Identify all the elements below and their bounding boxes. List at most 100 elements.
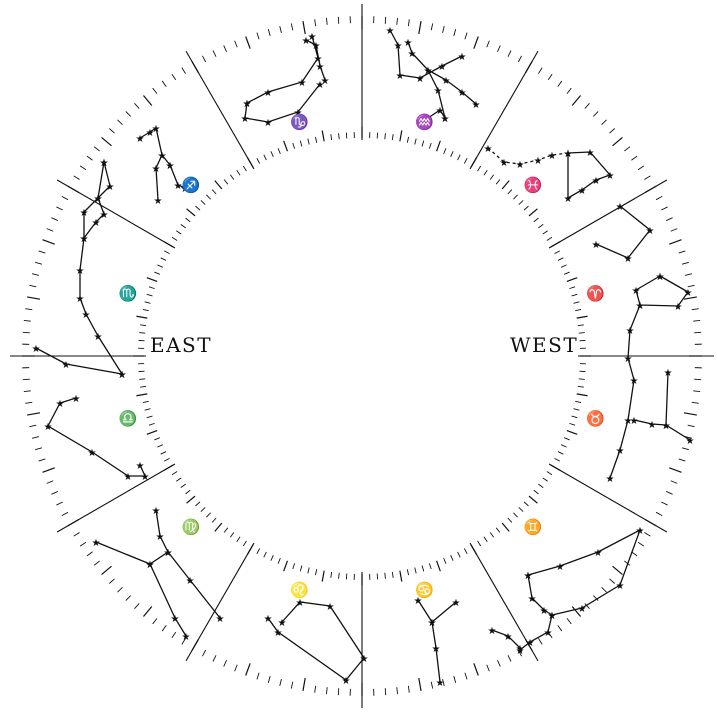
inner-tick [574, 302, 580, 303]
outer-tick [202, 650, 205, 656]
inner-tick [554, 458, 559, 461]
outer-tick [487, 665, 490, 671]
outer-tick [25, 309, 32, 310]
inner-tick [145, 409, 151, 410]
star-marker: ★ [458, 52, 467, 63]
outer-tick [644, 532, 650, 536]
outer-tick [443, 26, 445, 33]
inner-tick [524, 502, 528, 506]
inner-tick [257, 158, 260, 163]
outer-tick [431, 682, 432, 689]
outer-tick [80, 542, 86, 546]
inner-tick [437, 141, 441, 151]
outer-tick [213, 50, 216, 56]
star-marker: ★ [636, 526, 645, 537]
star-marker: ★ [44, 422, 53, 433]
star-marker: ★ [136, 461, 145, 472]
inner-tick [140, 386, 146, 387]
outer-tick [558, 625, 562, 631]
star-marker: ★ [278, 618, 287, 629]
constellation-leo [96, 510, 220, 636]
star-marker: ★ [484, 144, 493, 155]
star-marker: ★ [100, 158, 109, 169]
inner-tick [575, 401, 581, 402]
outer-tick [671, 481, 677, 484]
outer-tick [291, 23, 292, 30]
sign-dividers [10, 4, 714, 708]
star-marker: ★ [488, 626, 497, 637]
inner-tick [519, 507, 523, 511]
inner-tick [577, 394, 588, 396]
inner-tick [230, 175, 234, 180]
inner-tick [315, 137, 316, 143]
outer-tick [682, 262, 689, 264]
inner-tick [484, 537, 487, 542]
star-marker: ★ [458, 88, 467, 99]
outer-tick [35, 448, 42, 450]
outer-tick [638, 542, 644, 546]
inner-tick [172, 237, 177, 240]
outer-tick [679, 459, 686, 461]
inner-tick [422, 566, 424, 572]
outer-tick [39, 251, 46, 253]
outer-tick [224, 660, 227, 666]
star-marker: ★ [386, 26, 395, 37]
star-marker: ★ [586, 148, 595, 159]
outer-tick [661, 502, 667, 505]
star-marker: ★ [636, 301, 645, 312]
zodiac-sign-symbol: ♑ [290, 113, 309, 131]
inner-tick [215, 523, 222, 531]
inner-tick [561, 445, 566, 447]
inner-tick [567, 431, 577, 435]
outer-tick [508, 655, 511, 661]
outer-tick [497, 45, 500, 51]
star-marker: ★ [124, 472, 133, 483]
outer-tick [487, 41, 490, 47]
star-marker: ★ [428, 618, 437, 629]
star-marker: ★ [118, 370, 127, 381]
outer-tick [143, 606, 151, 616]
star-marker: ★ [662, 421, 671, 432]
outer-tick [25, 402, 32, 403]
inner-tick [490, 175, 494, 180]
inner-tick [519, 200, 523, 204]
outer-tick [685, 274, 692, 276]
inner-tick [271, 555, 273, 560]
outer-tick [29, 285, 36, 286]
star-marker: ★ [526, 638, 535, 649]
outer-tick [572, 96, 580, 106]
inner-tick [284, 141, 288, 151]
outer-tick [666, 218, 672, 221]
inner-tick [578, 386, 584, 387]
inner-tick [161, 452, 166, 455]
outer-tick [692, 402, 699, 403]
inner-tick [400, 571, 402, 582]
outer-tick [24, 320, 31, 321]
star-marker: ★ [82, 310, 91, 321]
outer-tick [74, 532, 80, 536]
inner-tick [308, 568, 309, 574]
inner-tick [331, 572, 332, 578]
inner-tick [458, 155, 461, 160]
outer-tick [235, 41, 238, 47]
star-marker: ★ [243, 99, 252, 110]
outer-tick [688, 285, 695, 286]
star-marker: ★ [152, 164, 161, 175]
inner-tick [524, 206, 528, 210]
inner-tick [407, 569, 408, 575]
outer-tick [246, 663, 250, 675]
star-marker: ★ [136, 134, 145, 145]
outer-tick [143, 96, 151, 106]
inner-tick [558, 258, 563, 261]
outer-tick [74, 176, 80, 180]
outer-tick [315, 19, 316, 26]
inner-tick [293, 143, 295, 149]
star-marker: ★ [592, 240, 601, 251]
inner-tick [147, 278, 157, 282]
outer-tick [27, 413, 40, 415]
star-marker: ★ [436, 678, 445, 689]
star-marker: ★ [434, 86, 443, 97]
outer-tick [684, 413, 697, 415]
zodiac-sign-symbol: ♉ [586, 410, 605, 428]
inner-tick [508, 518, 512, 522]
